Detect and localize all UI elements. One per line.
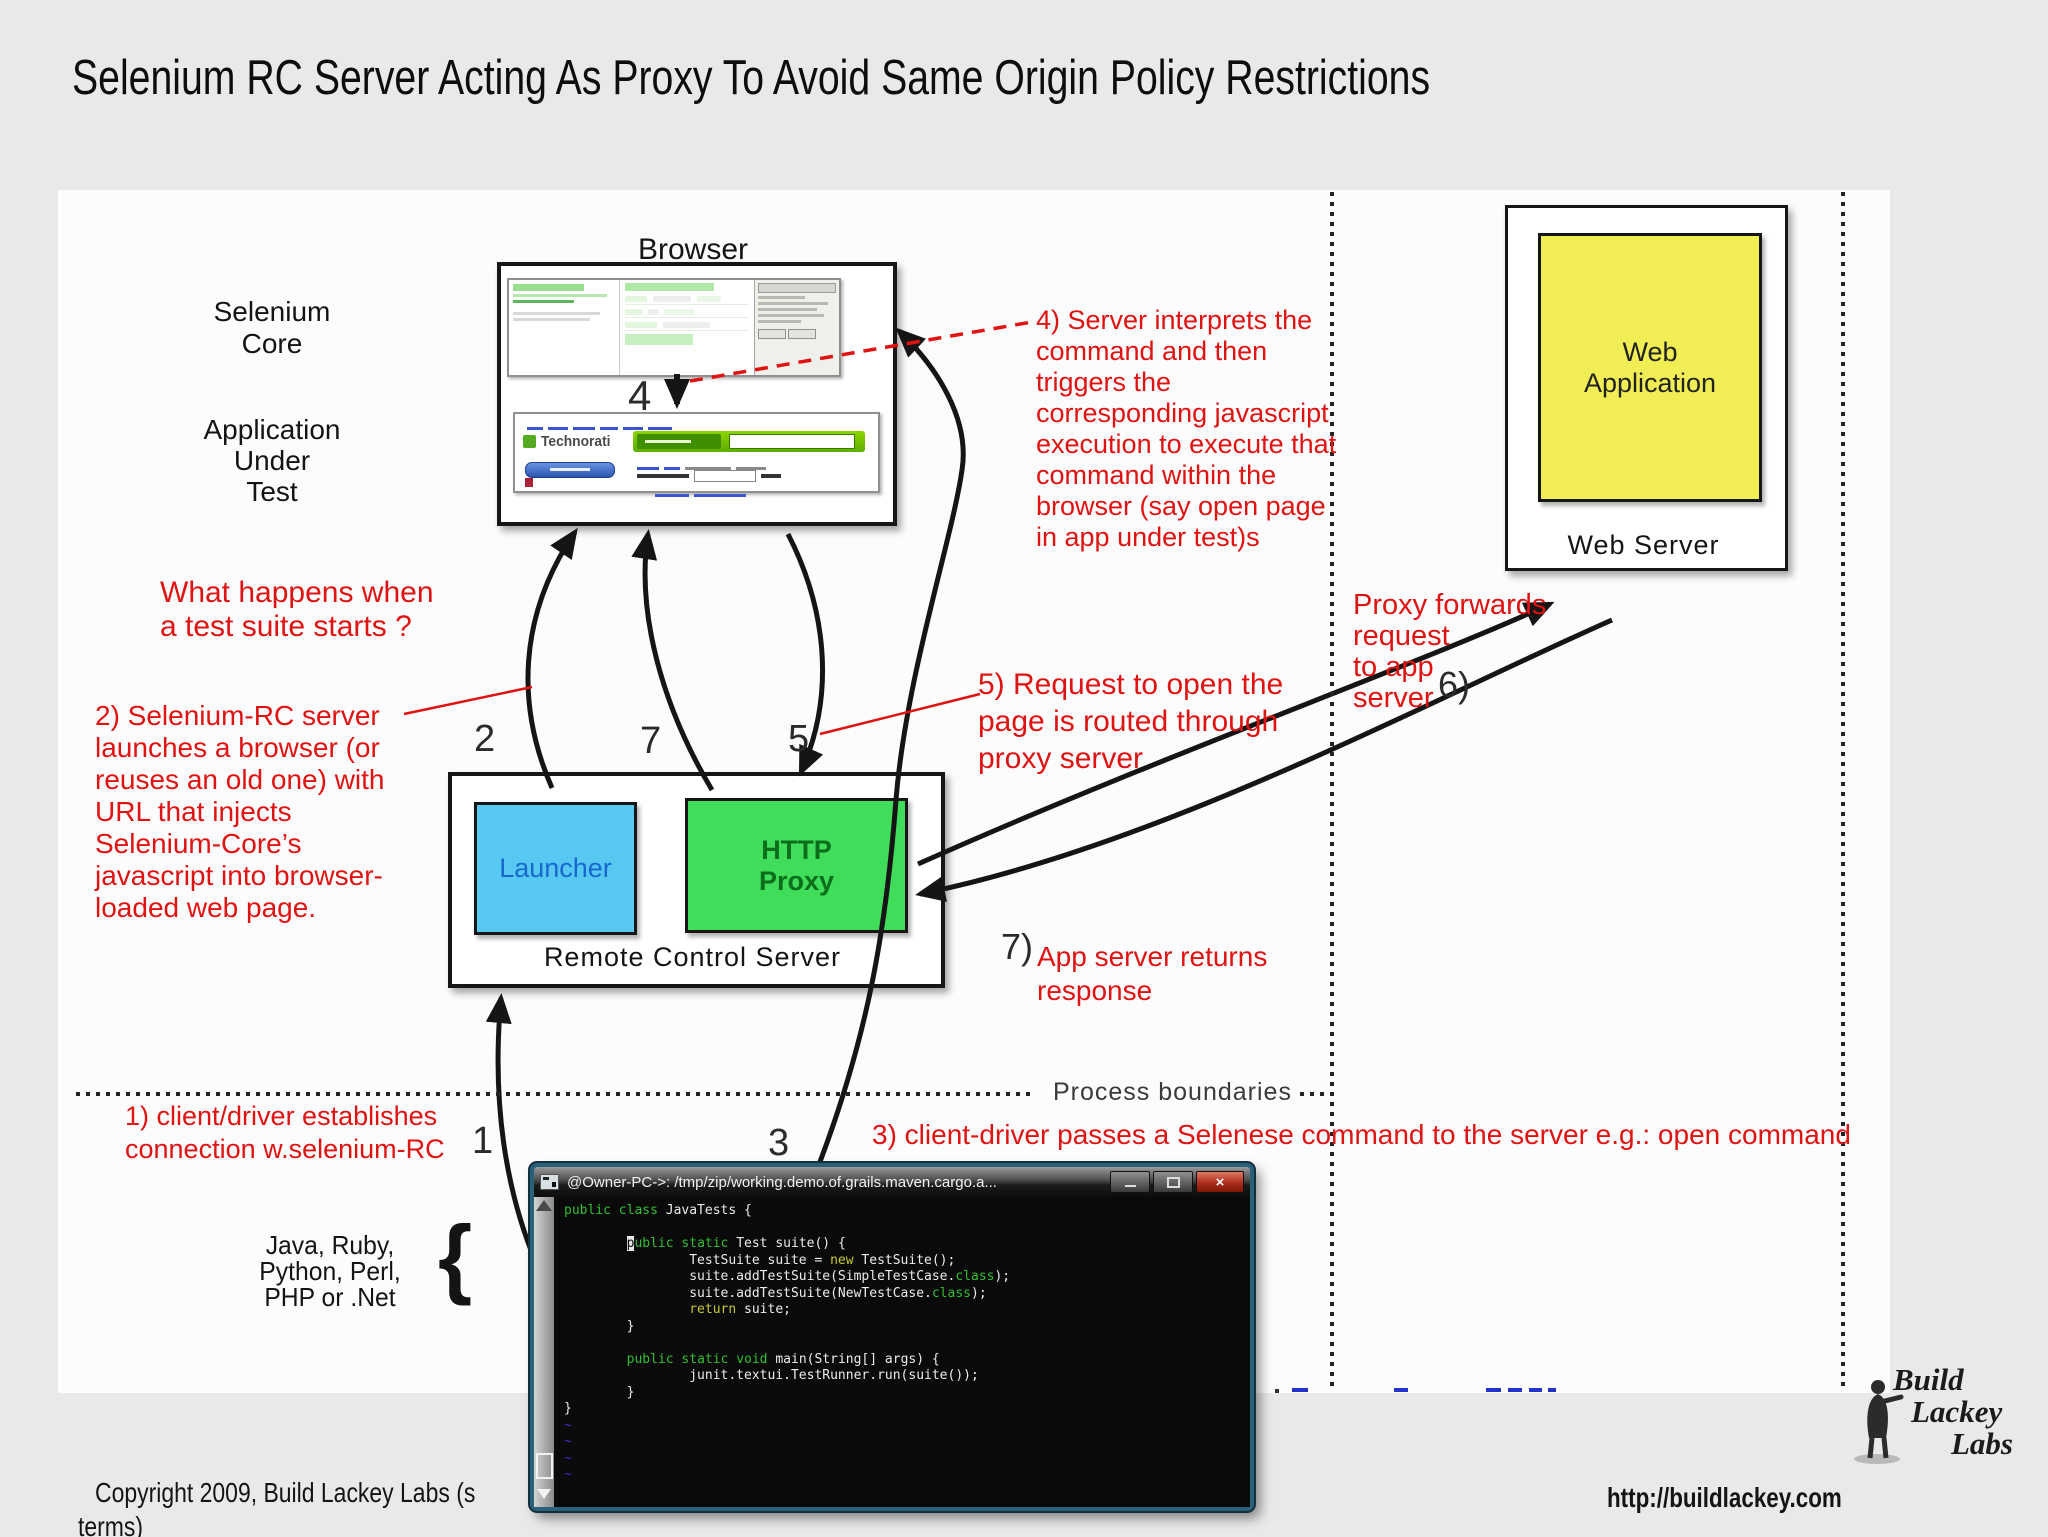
technorati-screenshot: Technorati [513, 412, 880, 497]
testrunner-control-pane [754, 280, 839, 375]
terminal-window: @Owner-PC->: /tmp/zip/working.demo.of.gr… [530, 1163, 1254, 1511]
launcher-label: Launcher [499, 853, 612, 883]
clipped-link-dash [1548, 1388, 1556, 1392]
technorati-logo: Technorati [523, 433, 617, 450]
technorati-favicon [525, 478, 533, 487]
clipped-link-dash [1292, 1388, 1308, 1392]
annotation-step1: 1) client/driver establishes connection … [125, 1101, 445, 1164]
maximize-icon [1166, 1176, 1180, 1188]
technorati-blue-button [525, 462, 615, 478]
step-number-2: 2 [474, 718, 496, 760]
technorati-logo-text: Technorati [541, 433, 611, 450]
scrollbar-thumb[interactable] [536, 1453, 553, 1479]
launcher-box: Launcher [474, 802, 637, 935]
client-languages-label: Java, Ruby, Python, Perl, PHP or .Net [259, 1230, 401, 1312]
clipped-link-dash [1394, 1388, 1408, 1392]
copyright-line1: Copyright 2009, Build Lackey Labs (s [95, 1477, 476, 1508]
step-number-3: 3 [768, 1122, 790, 1164]
annotation-step7: App server returns response [1037, 941, 1268, 1006]
selenium-testrunner-screenshot [507, 278, 841, 377]
scroll-up-icon[interactable] [536, 1200, 552, 1211]
annotation-step5: 5) Request to open the page is routed th… [978, 668, 1284, 775]
technorati-search-bar [633, 431, 865, 452]
logo-text-lackey: Lackey [1911, 1394, 2003, 1429]
testrunner-results-pane [620, 280, 754, 375]
testrunner-suite-pane [509, 280, 620, 375]
web-application-label: Web Application [1583, 336, 1717, 398]
technorati-search-tab [637, 434, 721, 449]
web-application-box: Web Application [1538, 233, 1762, 502]
step-number-1: 1 [472, 1120, 494, 1162]
terminal-scrollbar[interactable] [534, 1197, 554, 1507]
technorati-search-input [729, 434, 855, 449]
clipped-link-dash [1486, 1388, 1501, 1392]
step-number-5: 5 [788, 718, 810, 760]
minimize-button[interactable] [1110, 1171, 1150, 1193]
selenium-core-label: Selenium Core [213, 296, 331, 359]
build-lackey-labs-figure [1854, 1380, 1904, 1464]
clipped-link-dash [1508, 1388, 1522, 1392]
terminal-body: public class JavaTests { public static T… [534, 1197, 1250, 1507]
terminal-title: @Owner-PC->: /tmp/zip/working.demo.of.gr… [567, 1173, 997, 1191]
remote-control-server-label: Remote Control Server [543, 942, 842, 972]
terminal-titlebar[interactable]: @Owner-PC->: /tmp/zip/working.demo.of.gr… [534, 1167, 1250, 1197]
annotation-what-happens: What happens when a test suite starts ? [160, 576, 434, 643]
terminal-app-icon [540, 1174, 559, 1190]
technorati-search-from-row [637, 470, 781, 482]
close-icon: × [1215, 1173, 1225, 1191]
step-number-7-return: 7) [1001, 926, 1034, 967]
technorati-nav-links [527, 417, 677, 435]
terminal-code: public class JavaTests { public static T… [564, 1203, 1011, 1482]
web-server-label: Web Server [1567, 530, 1720, 560]
technorati-sub-links [637, 457, 771, 475]
browser-label: Browser [638, 233, 749, 266]
logo-text-labs: Labs [1951, 1426, 2013, 1461]
languages-brace: { [438, 1207, 473, 1306]
step-number-7: 7 [640, 720, 662, 762]
annotation-step3: 3) client-driver passes a Selenese comma… [872, 1119, 1851, 1150]
technorati-logo-icon [523, 435, 536, 448]
clipped-text-dot [1275, 1389, 1279, 1393]
buildlackey-url: http://buildlackey.com [1607, 1482, 1842, 1513]
annotation-step2: 2) Selenium-RC server launches a browser… [95, 700, 385, 923]
scroll-down-icon[interactable] [537, 1489, 551, 1499]
close-button[interactable]: × [1196, 1171, 1244, 1193]
http-proxy-label: HTTP Proxy [758, 834, 835, 896]
maximize-button[interactable] [1153, 1171, 1193, 1193]
annotation-step4: 4) Server interprets the command and the… [1036, 305, 1337, 552]
step-number-6: 6) [1438, 664, 1471, 705]
step-number-4: 4 [628, 372, 652, 419]
process-boundaries-label: Process boundaries [1053, 1078, 1292, 1106]
technorati-footer-link [655, 484, 751, 502]
http-proxy-box: HTTP Proxy [685, 798, 908, 933]
application-under-test-label: Application Under Test [203, 414, 341, 507]
minimize-icon [1124, 1185, 1136, 1187]
copyright-line2: terms) [78, 1511, 144, 1537]
clipped-link-dash [1529, 1388, 1542, 1392]
logo-text-build: Build [1893, 1362, 1964, 1397]
page-title: Selenium RC Server Acting As Proxy To Av… [72, 51, 1431, 105]
